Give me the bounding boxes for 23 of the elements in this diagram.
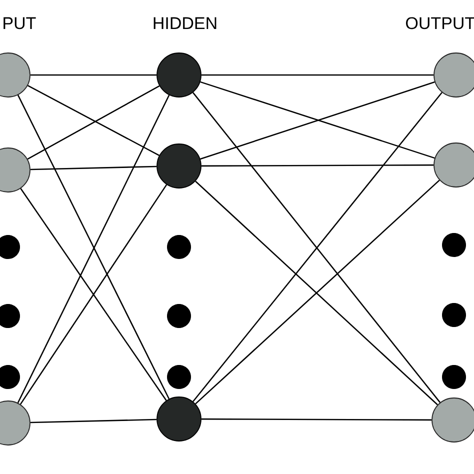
- connection-line: [30, 418, 157, 424]
- ellipsis-dot: [442, 233, 466, 257]
- connection-line: [201, 164, 434, 167]
- ellipsis-dot: [442, 365, 466, 389]
- input-neuron: [0, 148, 30, 192]
- layer-label: PUT: [4, 17, 36, 30]
- connection-line: [201, 74, 434, 76]
- hidden-neuron: [156, 144, 202, 188]
- connection-line: [201, 418, 432, 421]
- hidden-neuron: [156, 396, 202, 442]
- input-neuron: [432, 398, 474, 442]
- input-neuron: [0, 52, 30, 98]
- ellipsis-dot: [167, 304, 191, 328]
- hidden-neuron: [156, 52, 202, 98]
- ellipsis-dot: [167, 235, 191, 259]
- layer-label: HIDDEN: [154, 17, 216, 29]
- input-neuron: [434, 142, 474, 188]
- ellipsis-dot: [167, 365, 191, 389]
- input-neuron: [0, 400, 30, 446]
- ellipsis-dot: [442, 303, 466, 327]
- connection-line: [30, 74, 157, 76]
- connection-line: [30, 166, 157, 170]
- input-neuron: [434, 52, 474, 98]
